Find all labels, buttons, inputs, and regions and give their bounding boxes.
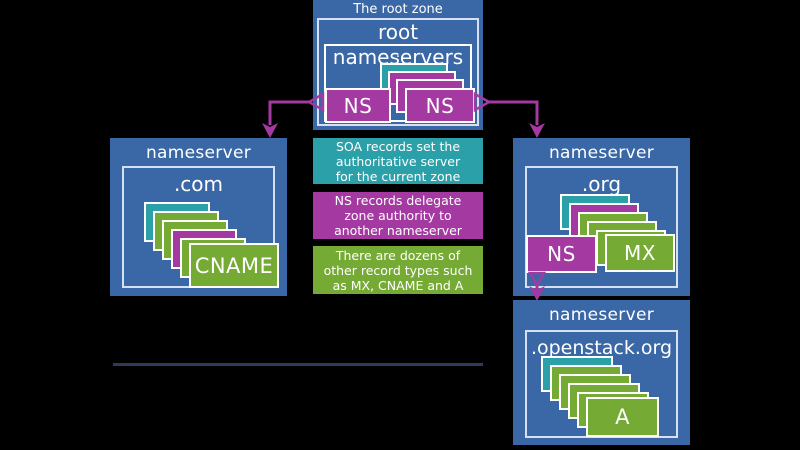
legend-soa-line-1: SOA records set the [335,138,461,154]
legend-soa-records: SOA records set the authoritative server… [313,138,483,184]
arrow-root-to-org-line [489,100,539,125]
org-nameserver-box: nameserver .org NS MX [513,138,690,296]
com-cname-record: CNAME [189,243,279,288]
openstack-nameserver-title: nameserver [548,305,655,325]
legend-soa-line-3: for the current zone [335,168,461,184]
root-zone-label: The root zone [353,2,443,17]
com-nameserver-title: nameserver [145,143,252,163]
legend-other-records: There are dozens of other record types s… [313,246,483,294]
openstack-zone-label: .openstack.org [530,337,673,359]
arrow-root-to-org-head [529,123,545,138]
org-zone-inner-box: .org [525,166,678,288]
root-ns-record-right: NS [405,88,475,123]
legend-other-line-3: as MX, CNAME and A [332,277,464,293]
arrow-root-to-com-line [268,100,309,125]
org-zone-label: .org [581,172,622,196]
legend-ns-line-2: zone authority to [344,208,452,223]
legend-soa-line-2: authoritative server [335,153,461,169]
legend-ns-line-1: NS records delegate [334,193,462,208]
root-zone-box: The root zone root nameservers . NS NS [313,0,483,130]
legend-other-line-2: other record types such [323,262,473,278]
org-mx-record: MX [605,234,675,272]
com-zone-label: .com [173,172,224,196]
divider-line [113,363,483,366]
com-nameserver-box: nameserver .com CNAME [110,138,287,296]
legend-ns-records: NS records delegate zone authority to an… [313,192,483,239]
arrow-root-to-com-head [262,123,278,138]
org-nameserver-title: nameserver [548,143,655,163]
openstack-nameserver-box: nameserver .openstack.org A [513,300,690,445]
legend-ns-line-3: another nameserver [334,223,462,238]
root-ns-record-left: NS [325,88,391,123]
root-zone-inner-box: . [324,44,472,122]
org-ns-record: NS [526,235,597,273]
legend-other-line-1: There are dozens of [335,247,461,263]
root-zone-dot: . [395,46,401,61]
openstack-zone-inner-box: .openstack.org [525,330,678,438]
openstack-a-record: A [586,397,659,437]
